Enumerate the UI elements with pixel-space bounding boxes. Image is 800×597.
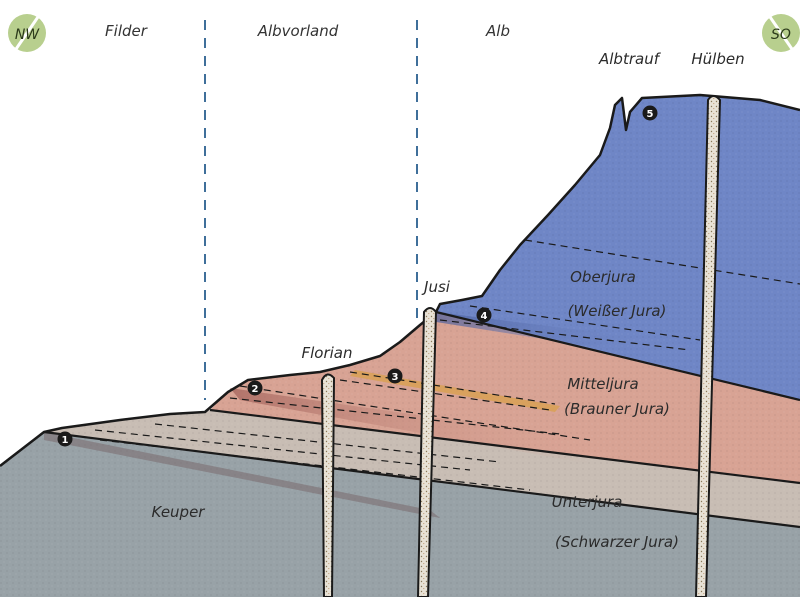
place-florian: Florian	[301, 344, 352, 362]
layer-keuper-name: Keuper	[152, 503, 206, 521]
marker-1: 1	[57, 431, 73, 447]
layer-mitteljura-alt: (Brauner Jura)	[564, 400, 670, 418]
layer-oberjura-alt: (Weißer Jura)	[568, 302, 667, 320]
layer-unterjura-alt: (Schwarzer Jura)	[555, 533, 679, 551]
place-huelben: Hülben	[691, 50, 744, 68]
terrain-outline	[0, 93, 800, 467]
volcanic-pipes	[320, 95, 722, 597]
place-albtrauf: Albtrauf	[598, 50, 662, 68]
region-alb: Alb	[485, 22, 510, 40]
compass-nw: NW	[8, 13, 46, 53]
region-albvorland: Albvorland	[257, 22, 339, 40]
layer-unterjura-name: Unterjura	[552, 493, 623, 511]
svg-text:2: 2	[252, 384, 259, 395]
svg-text:3: 3	[392, 372, 399, 383]
svg-text:5: 5	[647, 109, 654, 120]
region-filder: Filder	[105, 22, 148, 40]
pipe-jusi	[416, 307, 438, 597]
pipe-florian	[320, 373, 336, 597]
layer-oberjura-name: Oberjura	[570, 268, 636, 286]
compass-so: SO	[762, 13, 800, 53]
marker-4: 4	[476, 307, 492, 323]
compass-nw-label: NW	[15, 27, 40, 43]
svg-text:1: 1	[62, 435, 69, 446]
marker-2: 2	[247, 380, 263, 396]
compass-so-label: SO	[771, 27, 791, 43]
marker-5: 5	[642, 105, 658, 121]
pipe-huelben	[694, 95, 722, 597]
place-jusi: Jusi	[421, 278, 451, 296]
marker-3: 3	[387, 368, 403, 384]
layer-mitteljura-name: Mitteljura	[567, 375, 638, 393]
svg-text:4: 4	[481, 311, 488, 322]
